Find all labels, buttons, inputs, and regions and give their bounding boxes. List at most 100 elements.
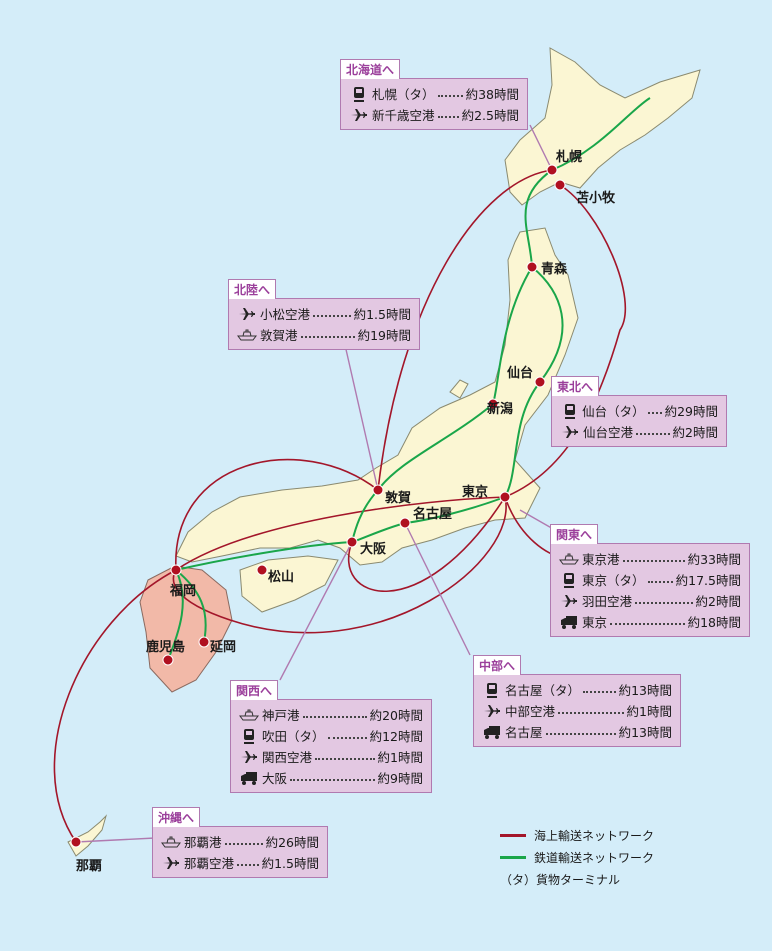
travel-time: 約1時間 xyxy=(626,704,672,719)
dotted-leader xyxy=(315,757,375,760)
dot-naha xyxy=(70,836,82,848)
rail-route-japan-sea xyxy=(351,266,533,543)
travel-time: 約1.5時間 xyxy=(261,856,319,871)
dot-fukuoka xyxy=(170,564,182,576)
route-row: 大阪約9時間 xyxy=(239,767,423,788)
truck-icon xyxy=(239,771,259,785)
train-icon xyxy=(239,728,259,744)
leader-kansai xyxy=(279,541,353,681)
city-label-kagoshima: 鹿児島 xyxy=(146,640,186,655)
region-panel: 神戸港約20時間吹田（タ）約12時間関西空港約1時間大阪約9時間 xyxy=(230,699,432,793)
travel-time: 約13時間 xyxy=(618,683,672,698)
city-label-niigata: 新潟 xyxy=(487,402,514,417)
destination-name: 那覇空港 xyxy=(184,856,235,871)
dotted-leader xyxy=(545,732,616,735)
sea-route-tomakomai-tokyo xyxy=(504,184,626,498)
info-box-hokuriku: 北陸へ小松空港約1.5時間敦賀港約19時間 xyxy=(228,278,420,350)
city-label-osaka: 大阪 xyxy=(360,542,387,557)
route-row: 吹田（タ） 約12時間 xyxy=(239,725,423,746)
city-label-sapporo: 札幌 xyxy=(556,150,583,165)
region-panel: 仙台（タ）約29時間仙台空港約2時間 xyxy=(551,395,727,447)
travel-time: 約17.5時間 xyxy=(675,573,741,588)
region-tab: 中部へ xyxy=(473,655,522,675)
sea-route-fukuoka-tokyo xyxy=(175,496,506,571)
legend-terminal: （タ）貨物ターミナル xyxy=(500,868,654,890)
route-row: 東京（タ） 約17.5時間 xyxy=(559,569,741,590)
route-row: 仙台（タ）約29時間 xyxy=(560,400,718,421)
rail-route-main xyxy=(167,97,651,661)
dot-sendai xyxy=(534,376,546,388)
dotted-leader xyxy=(437,115,459,118)
region-panel: 那覇港約26時間那覇空港約1.5時間 xyxy=(152,826,328,878)
destination-name: 東京 xyxy=(582,615,608,630)
route-row: 新千歳空港 約2.5時間 xyxy=(349,104,519,125)
plane-icon xyxy=(349,108,369,121)
destination-name: 東京（タ） xyxy=(582,573,645,588)
dotted-leader xyxy=(622,559,685,562)
destination-name: 吹田（タ） xyxy=(262,729,325,744)
city-label-sendai: 仙台 xyxy=(507,366,534,381)
travel-time: 約12時間 xyxy=(369,729,423,744)
plane-icon xyxy=(482,704,502,717)
travel-time: 約26時間 xyxy=(265,835,319,850)
train-icon xyxy=(349,86,369,102)
travel-time: 約29時間 xyxy=(664,404,718,419)
destination-name: 名古屋 xyxy=(505,725,543,740)
dotted-leader xyxy=(437,94,463,97)
destination-name: 敦賀港 xyxy=(260,328,298,343)
train-icon xyxy=(559,572,579,588)
hokkaido-land xyxy=(504,47,701,206)
dot-aomori xyxy=(526,261,538,273)
truck-icon xyxy=(482,725,502,739)
region-tab: 東北へ xyxy=(551,376,600,396)
dotted-leader xyxy=(558,711,624,714)
leader-hokuriku xyxy=(344,344,379,491)
travel-time: 約18時間 xyxy=(687,615,741,630)
leader-okinawa xyxy=(75,837,156,843)
dotted-leader xyxy=(313,314,351,317)
city-label-naha: 那覇 xyxy=(76,859,103,874)
ship-icon xyxy=(559,553,579,565)
region-panel: 札幌（タ）約38時間新千歳空港約2.5時間 xyxy=(340,78,528,130)
destination-name: 小松空港 xyxy=(260,307,311,322)
dot-osaka xyxy=(346,536,358,548)
region-tab: 沖縄へ xyxy=(152,807,201,827)
region-panel: 名古屋（タ）約13時間中部空港約1時間名古屋約13時間 xyxy=(473,674,681,747)
travel-time: 約38時間 xyxy=(465,87,519,102)
info-box-chubu: 中部へ名古屋（タ）約13時間中部空港約1時間名古屋約13時間 xyxy=(473,654,681,747)
plane-icon xyxy=(560,425,580,438)
dotted-leader xyxy=(647,411,662,414)
dotted-leader xyxy=(302,715,367,718)
sea-route-fukuoka-naha xyxy=(53,569,177,843)
city-label-tomakomai: 苫小牧 xyxy=(576,191,616,206)
ship-icon xyxy=(239,709,259,721)
destination-name: 新千歳空港 xyxy=(372,108,435,123)
route-row: 中部空港約1時間 xyxy=(482,700,672,721)
travel-time: 約2.5時間 xyxy=(461,108,519,123)
route-row: 敦賀港約19時間 xyxy=(237,324,411,345)
dot-tsuruga xyxy=(372,484,384,496)
destination-name: 大阪 xyxy=(262,771,288,786)
destination-name: 東京港 xyxy=(582,552,620,567)
dotted-leader xyxy=(635,601,693,604)
route-row: 仙台空港約2時間 xyxy=(560,421,718,442)
info-box-tohoku: 東北へ仙台（タ）約29時間仙台空港約2時間 xyxy=(551,375,727,447)
route-row: 東京港約33時間 xyxy=(559,548,741,569)
plane-icon xyxy=(559,594,579,607)
dotted-leader xyxy=(583,690,616,693)
okinawa-land xyxy=(67,814,108,857)
legend-rail-label: 鉄道輸送ネットワーク xyxy=(534,850,655,865)
destination-name: 神戸港 xyxy=(262,708,300,723)
sea-route-swatch xyxy=(500,833,526,837)
city-label-matsuyama: 松山 xyxy=(268,570,295,585)
rail-route-swatch xyxy=(500,855,526,859)
legend-sea-label: 海上輸送ネットワーク xyxy=(534,828,655,843)
region-panel: 小松空港約1.5時間敦賀港約19時間 xyxy=(228,298,420,350)
legend-rail-route: 鉄道輸送ネットワーク xyxy=(500,846,654,868)
travel-time: 約20時間 xyxy=(369,708,423,723)
sea-route-tsuruga-fukuoka xyxy=(175,458,379,571)
route-row: 那覇空港 約1.5時間 xyxy=(161,852,319,873)
legend: 海上輸送ネットワーク 鉄道輸送ネットワーク （タ）貨物ターミナル xyxy=(500,824,654,890)
dot-nobeoka xyxy=(198,636,210,648)
